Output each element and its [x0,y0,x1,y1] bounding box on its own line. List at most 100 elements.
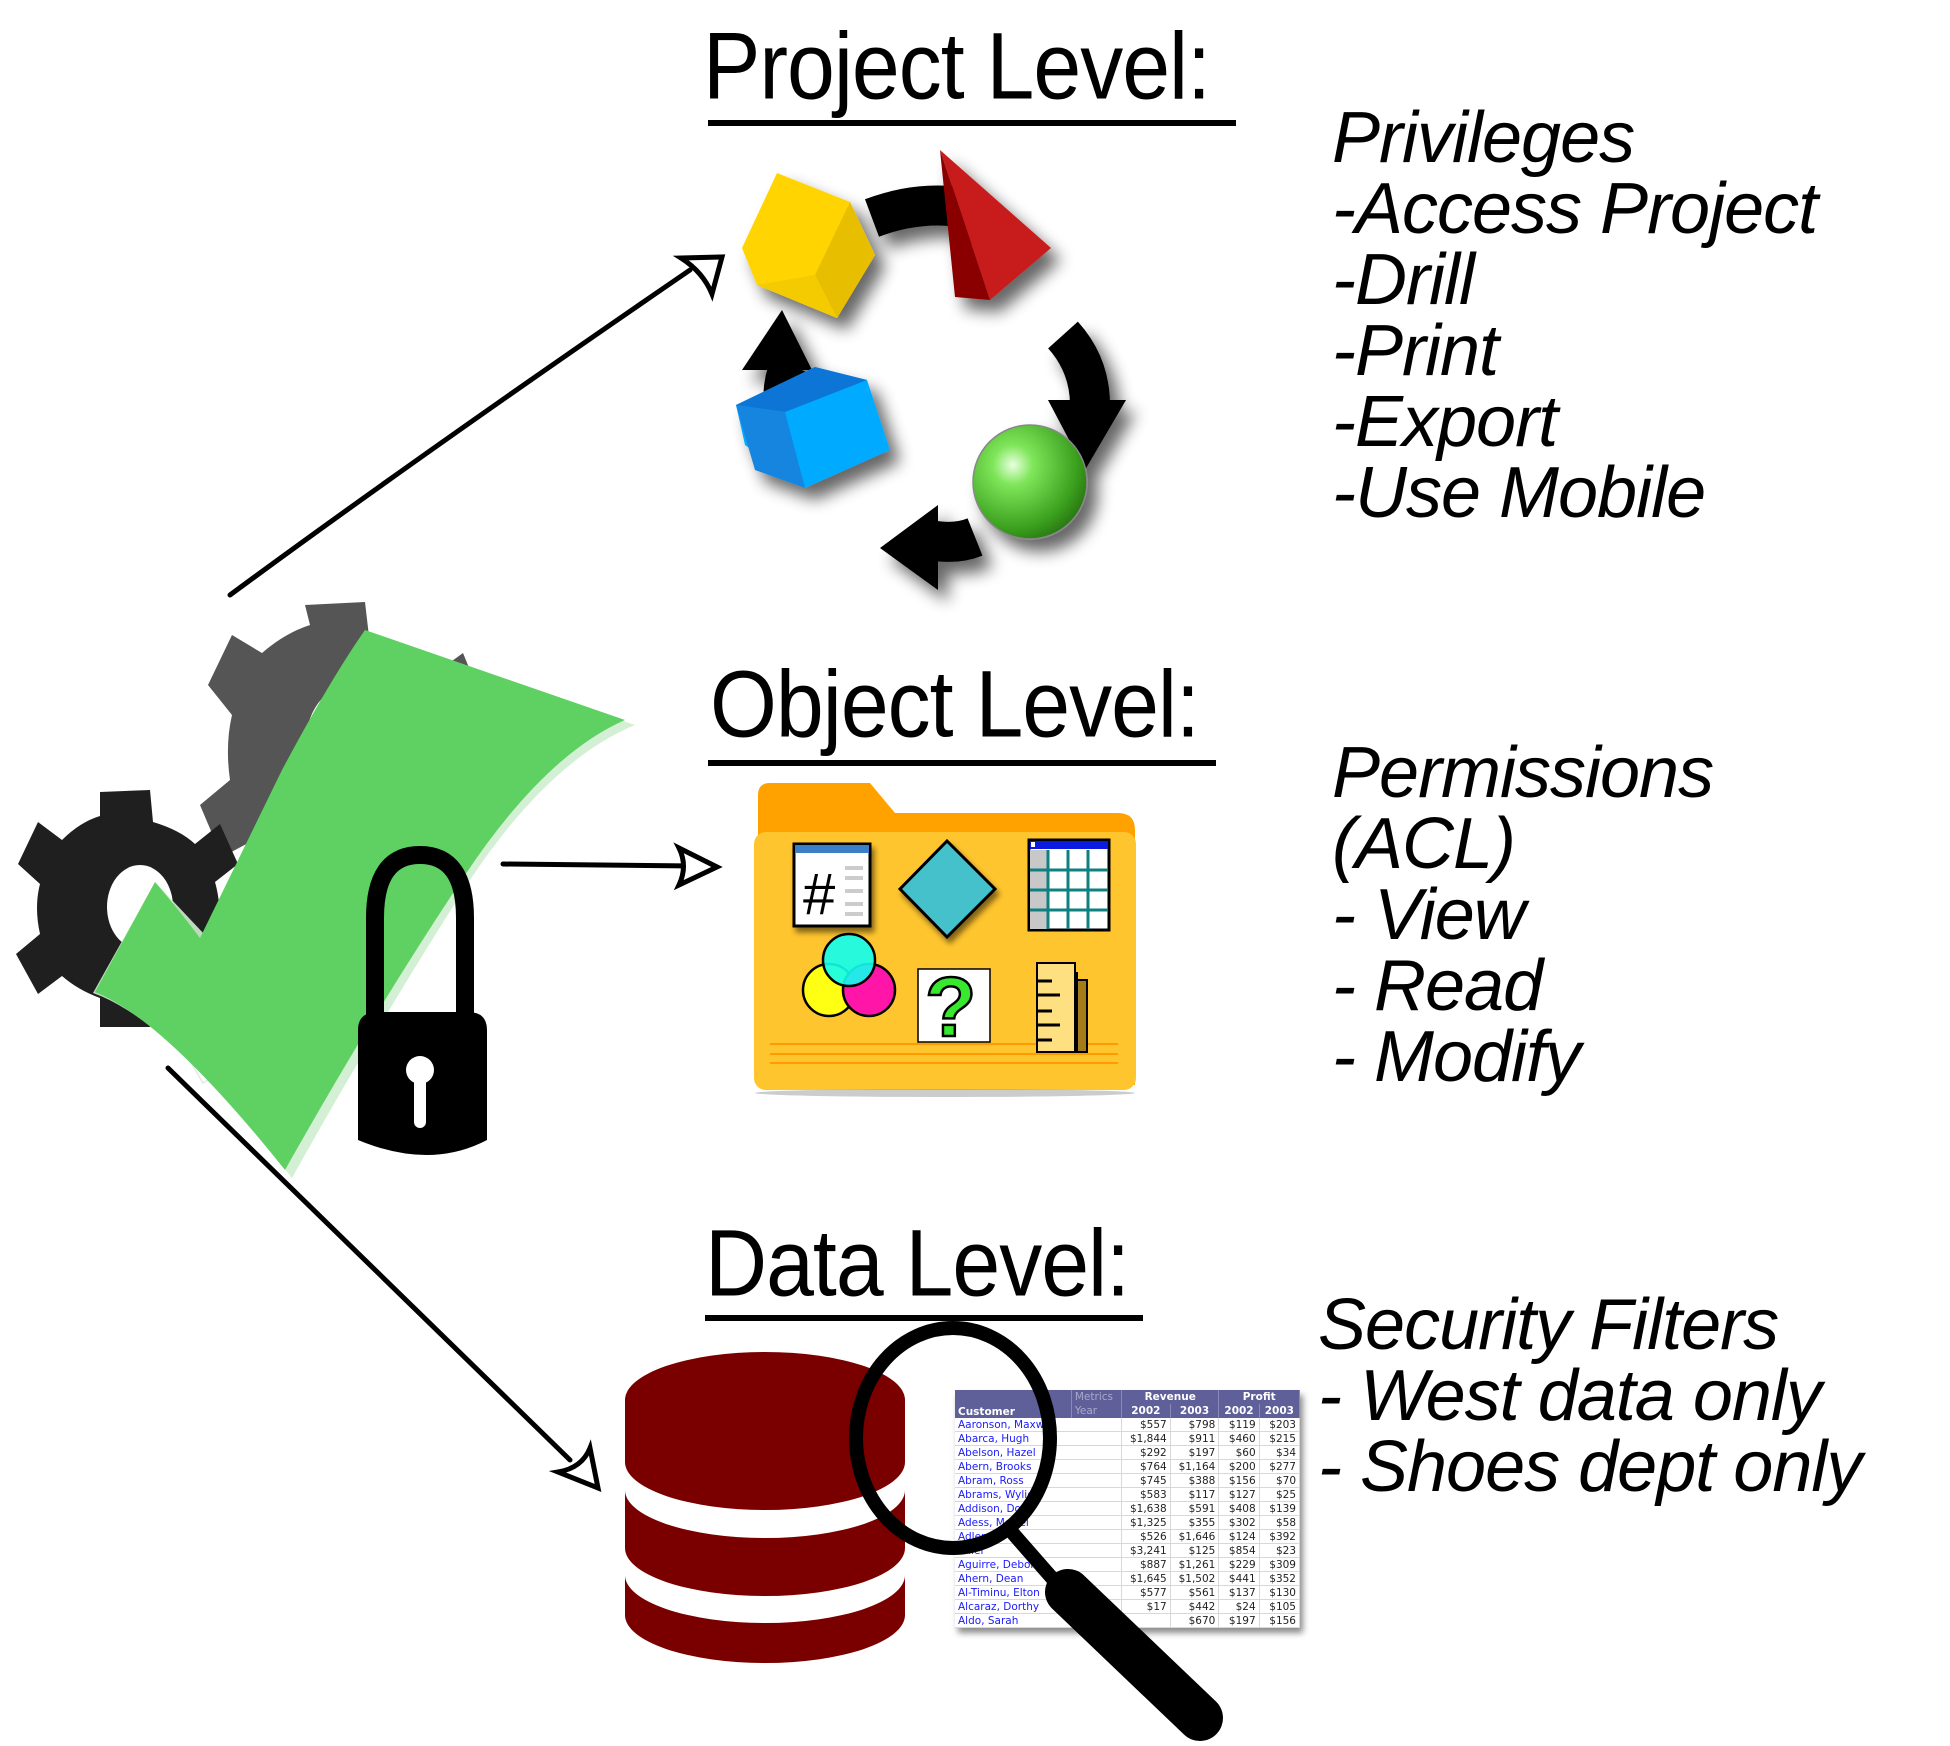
profit-header: Profit [1218,1390,1300,1404]
customer-link[interactable]: Abern, Brooks [955,1459,1072,1474]
value-cell: $229 [1218,1557,1260,1572]
data-level-underline [705,1315,1143,1321]
value-cell: $125 [1170,1543,1220,1558]
customer-link[interactable]: Abram, Ross [955,1473,1072,1488]
metrics-spacer-cell [1071,1543,1123,1558]
value-cell: $352 [1259,1571,1301,1586]
year-header: Year [1071,1404,1123,1418]
customer-link[interactable]: Adler, Ke [955,1529,1072,1544]
venn-filter-icon [801,932,897,1018]
object-level-underline [708,760,1216,766]
value-cell: $203 [1259,1418,1301,1432]
report-row: Aaronson, Maxwell$557$798$119$203 [955,1418,1301,1432]
customer-link[interactable]: Abrams, Wylie [955,1487,1072,1502]
report-row: Aldo, Sarah$670$197$156 [955,1613,1301,1628]
privilege-item: -Export [1332,382,1558,462]
customer-header: Customer [955,1390,1072,1418]
value-cell: $139 [1259,1501,1301,1516]
value-cell: $24 [1218,1599,1260,1614]
permission-item: - Modify [1332,1017,1581,1097]
value-cell: $442 [1170,1599,1220,1614]
customer-link[interactable]: Al-Timinu, Elton [955,1585,1072,1600]
metrics-spacer-cell [1071,1487,1123,1502]
value-cell: $1,638 [1121,1501,1171,1516]
customer-link[interactable]: Aldo, Sarah [955,1613,1072,1628]
value-cell: $1,502 [1170,1571,1220,1586]
permissions-list: Permissions (ACL) - View - Read - Modify [1332,737,1714,1097]
value-cell: $561 [1170,1585,1220,1600]
arrow-to-object-level [500,842,723,891]
data-level-title: Data Level: [705,1210,1130,1317]
metrics-spacer-cell [1071,1418,1123,1432]
value-cell: $3,241 [1121,1543,1171,1558]
year-col-header: 2002 [1121,1404,1171,1418]
year-col-header: 2003 [1170,1404,1220,1418]
report-grid: Customer Metrics Revenue Profit Year 200… [955,1390,1301,1628]
value-cell: $25 [1259,1487,1301,1502]
metrics-spacer-cell [1071,1431,1123,1446]
arrow-to-project-level [227,254,726,598]
value-cell: $137 [1218,1585,1260,1600]
value-cell [1121,1613,1171,1628]
value-cell: $887 [1121,1557,1171,1572]
database-icon [625,1352,905,1663]
object-cycle-icon [736,150,1126,590]
value-cell: $117 [1170,1487,1220,1502]
value-cell: $854 [1218,1543,1260,1558]
metrics-spacer-cell [1071,1613,1123,1628]
security-filters-heading: Security Filters [1318,1285,1779,1365]
value-cell: $124 [1218,1529,1260,1544]
metrics-spacer-cell [1071,1557,1123,1572]
value-cell: $58 [1259,1515,1301,1530]
privileges-list: Privileges -Access Project -Drill -Print… [1332,98,1818,529]
value-cell: $23 [1259,1543,1301,1558]
privileges-heading: Privileges [1332,98,1635,178]
value-cell: $460 [1218,1431,1260,1446]
report-row: Aguirre, Deborah$887$1,261$229$309 [955,1557,1301,1572]
customer-link[interactable]: Addison, Don [955,1501,1072,1516]
customer-link[interactable]: aniel [955,1543,1072,1558]
value-cell: $577 [1121,1585,1171,1600]
value-cell: $355 [1170,1515,1220,1530]
security-filter-item: - West data only [1318,1356,1822,1436]
report-row: Alcaraz, Dorthy $17$442$24$105 [955,1599,1301,1614]
value-cell: $70 [1259,1473,1301,1488]
value-cell: $1,325 [1121,1515,1171,1530]
value-cell: $526 [1121,1529,1171,1544]
value-cell: $156 [1218,1473,1260,1488]
metrics-spacer-cell [1071,1445,1123,1460]
project-level-title: Project Level: [703,13,1211,120]
project-level-underline [708,120,1236,126]
object-level-title: Object Level: [710,651,1200,758]
value-cell: $1,844 [1121,1431,1171,1446]
security-filters-list: Security Filters - West data only - Shoe… [1318,1285,1862,1503]
value-cell: $156 [1259,1613,1301,1628]
customer-link[interactable]: Adess, Merrel [955,1515,1072,1530]
value-cell: $17 [1121,1599,1171,1614]
value-cell: $441 [1218,1571,1260,1586]
report-row: Addison, Don$1,638$591$408$139 [955,1501,1301,1516]
value-cell: $911 [1170,1431,1220,1446]
privilege-item: -Print [1332,311,1499,391]
metric-document-icon: # [792,842,872,928]
security-gears-check-lock-icon [16,602,635,1178]
customer-link[interactable]: Aaronson, Maxwell [955,1418,1072,1432]
report-row: Abram, Ross$745$388$156$70 [955,1473,1301,1488]
customer-link[interactable]: Abarca, Hugh [955,1431,1072,1446]
privilege-item: -Drill [1332,240,1475,320]
report-row: Abelson, Hazel$292$197$60$34 [955,1445,1301,1460]
customer-link[interactable]: Aguirre, Deborah [955,1557,1072,1572]
customer-link[interactable]: Alcaraz, Dorthy [955,1599,1072,1614]
customer-link[interactable]: Ahern, Dean [955,1571,1072,1586]
value-cell: $197 [1218,1613,1260,1628]
customer-link[interactable]: Abelson, Hazel [955,1445,1072,1460]
value-cell: $34 [1259,1445,1301,1460]
svg-text:#: # [803,862,835,927]
metrics-spacer-cell [1071,1501,1123,1516]
metrics-spacer-cell [1071,1585,1123,1600]
permission-item: - Read [1332,946,1543,1026]
prompt-question-icon: ? [917,959,991,1055]
report-row: Al-Timinu, Elton$577$561$137$130 [955,1585,1301,1600]
report-row: Abern, Brooks$764$1,164$200$277 [955,1459,1301,1474]
value-cell: $105 [1259,1599,1301,1614]
